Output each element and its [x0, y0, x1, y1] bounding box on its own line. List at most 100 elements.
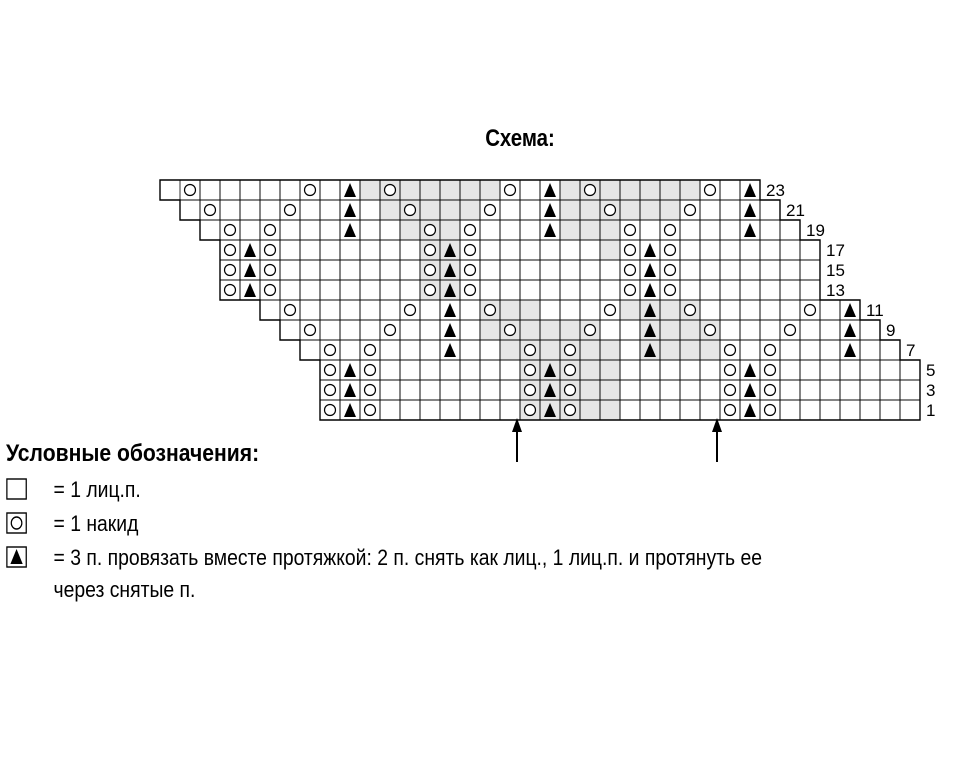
yarn-over-symbol	[603, 203, 617, 217]
chart-cell	[799, 399, 821, 421]
chart-cell	[419, 299, 441, 321]
chart-cell	[459, 339, 481, 361]
yarn-over-symbol	[263, 243, 277, 257]
yarn-over-symbol	[323, 343, 337, 357]
chart-cell	[459, 399, 481, 421]
chart-cell	[819, 399, 841, 421]
chart-cell	[859, 359, 881, 381]
chart-cell	[539, 279, 561, 301]
chart-cell	[239, 219, 261, 241]
chart-cell	[319, 319, 341, 341]
chart-cell	[439, 359, 461, 381]
yarn-over-symbol	[723, 383, 737, 397]
row-label: 7	[906, 341, 915, 360]
decrease-symbol	[544, 223, 556, 237]
yarn-over-symbol	[583, 183, 597, 197]
yarn-over-symbol	[483, 203, 497, 217]
chart-cell	[319, 299, 341, 321]
chart-cell	[239, 199, 261, 221]
yarn-over-symbol	[623, 263, 637, 277]
legend-text-knit: = 1 лиц.п.	[53, 477, 141, 502]
chart-cell	[699, 259, 721, 281]
chart-cell	[779, 379, 801, 401]
chart-cell	[279, 279, 301, 301]
yarn-over-symbol	[803, 303, 817, 317]
chart-cell	[499, 259, 521, 281]
decrease-symbol	[644, 263, 656, 277]
yarn-over-symbol	[323, 363, 337, 377]
chart-cell	[599, 319, 621, 341]
chart-cell	[399, 339, 421, 361]
chart-cell	[839, 399, 861, 421]
chart-cell	[559, 279, 581, 301]
yarn-over-symbol	[323, 403, 337, 417]
decrease-symbol	[244, 283, 256, 297]
chart-cell	[359, 299, 381, 321]
chart-cell	[759, 259, 781, 281]
chart-cell	[619, 379, 641, 401]
decrease-symbol	[544, 383, 556, 397]
chart-cell	[619, 399, 641, 421]
yarn-over-symbol	[663, 243, 677, 257]
decrease-symbol	[644, 243, 656, 257]
chart-cell	[579, 299, 601, 321]
yarn-over-symbol	[523, 363, 537, 377]
chart-cell	[779, 299, 801, 321]
chart-cell	[759, 319, 781, 341]
chart-cell	[839, 359, 861, 381]
yarn-over-symbol	[563, 403, 577, 417]
chart-cell	[319, 279, 341, 301]
chart-cell	[419, 319, 441, 341]
chart-cell	[699, 399, 721, 421]
row-label: 1	[926, 401, 935, 420]
chart-cell	[379, 339, 401, 361]
yarn-over-symbol	[363, 363, 377, 377]
chart-grid	[179, 179, 921, 421]
chart-cell	[739, 239, 761, 261]
chart-cell	[399, 359, 421, 381]
chart-cell	[539, 259, 561, 281]
yarn-over-symbol	[703, 183, 717, 197]
chart-cell	[859, 339, 881, 361]
chart-cell	[739, 279, 761, 301]
legend-title: Условные обозначения:	[6, 440, 260, 467]
yarn-over-symbol	[763, 383, 777, 397]
chart-cell	[479, 239, 501, 261]
chart-cell	[819, 319, 841, 341]
chart-cell	[359, 259, 381, 281]
chart-cell	[419, 359, 441, 381]
chart-cell	[639, 379, 661, 401]
row-label: 15	[826, 261, 845, 280]
legend-text-decrease-cont: через снятые п.	[53, 577, 196, 602]
chart-cell	[679, 379, 701, 401]
decrease-symbol	[744, 383, 756, 397]
yarn-over-symbol	[183, 183, 197, 197]
decrease-symbol	[644, 283, 656, 297]
chart-cell	[379, 259, 401, 281]
chart-cell	[679, 259, 701, 281]
chart-cell	[279, 319, 301, 341]
chart-cell	[819, 379, 841, 401]
repeat-arrow-right	[712, 418, 722, 462]
yarn-over-symbol	[323, 383, 337, 397]
yarn-over-symbol	[663, 283, 677, 297]
yarn-over-symbol	[623, 243, 637, 257]
shaded-cell	[480, 300, 540, 320]
chart-cell	[799, 239, 821, 261]
chart-cell	[599, 279, 621, 301]
chart-cell	[799, 339, 821, 361]
yarn-over-symbol	[423, 263, 437, 277]
chart-cell	[459, 319, 481, 341]
chart-cell	[179, 199, 201, 221]
chart-cell	[479, 359, 501, 381]
chart-cell	[839, 379, 861, 401]
chart-cell	[739, 259, 761, 281]
chart-cell	[419, 339, 441, 361]
chart-cell	[759, 219, 781, 241]
yarn-over-symbol	[223, 263, 237, 277]
chart-cell	[259, 199, 281, 221]
chart-cell	[339, 299, 361, 321]
chart-title: Схема:	[485, 125, 555, 152]
yarn-over-symbol	[563, 343, 577, 357]
chart-cell	[739, 339, 761, 361]
